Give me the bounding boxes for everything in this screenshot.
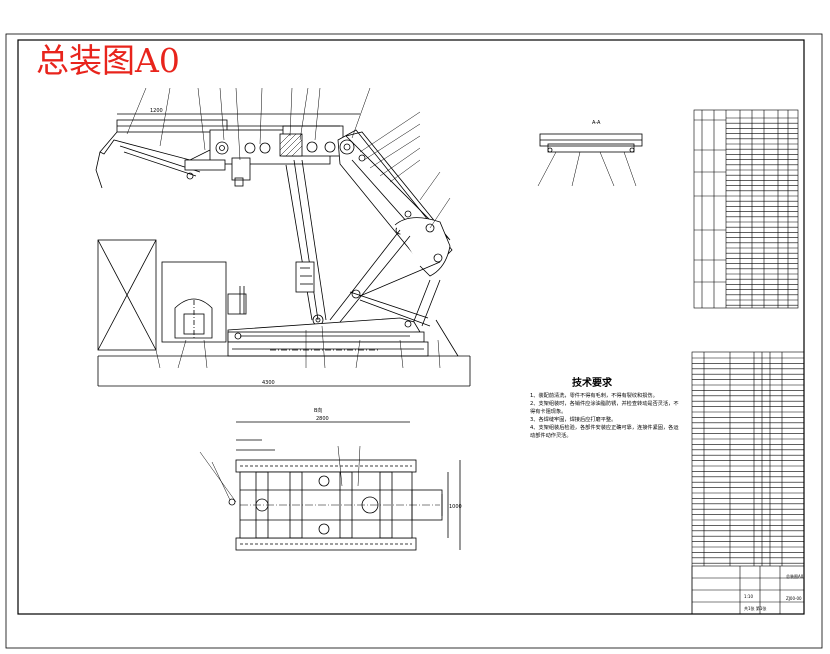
parts-table-upper xyxy=(693,109,799,309)
tech-req-heading: 技术要求 xyxy=(572,376,613,389)
title-block: 总装图A0 ZJ00-00 1:10 共1张 第1张 xyxy=(691,565,805,615)
tech-req-item: 4、支架组装后检验，各部件安装应正确可靠，连接件紧固，各运动部件动作灵活。 xyxy=(530,425,679,439)
title-block-number: ZJ00-00 xyxy=(786,596,802,601)
drawing-title: 总装图A0 xyxy=(36,41,180,80)
title-block-name: 总装图A0 xyxy=(786,573,804,579)
technical-requirements: 技术要求 xyxy=(572,376,613,389)
section-view-label: A-A xyxy=(592,120,601,126)
section-view-a: A-A xyxy=(537,120,643,187)
tech-req-item: 3、各焊缝牢固，焊接后应打磨平整。 xyxy=(530,417,617,423)
tech-req-item: 1、装配前清洗，零件不得有毛刺，不得有裂纹和损伤。 xyxy=(530,393,658,399)
tech-req-list: 1、装配前清洗，零件不得有毛刺，不得有裂纹和损伤。 2、支架组装时，各销件应涂油… xyxy=(530,392,680,440)
inner-frame xyxy=(17,39,805,615)
main-elevation-view: 1200 xyxy=(95,87,471,387)
dim-plan-width: 1000 xyxy=(449,504,462,510)
dim-top-length: 1200 xyxy=(150,108,163,114)
dim-plan-length: 2800 xyxy=(316,416,329,422)
bill-of-materials xyxy=(691,351,805,615)
title-block-scale: 1:10 xyxy=(744,594,753,599)
plan-view-label: B向 xyxy=(314,407,322,414)
outer-frame xyxy=(5,33,823,649)
plan-view-b: B向 2800 1000 xyxy=(199,407,462,551)
title-block-sheet: 共1张 第1张 xyxy=(744,605,766,611)
dim-base-length: 4300 xyxy=(262,380,275,386)
tech-req-item: 2、支架组装时，各销件应涂油脂防锈，并检查转动是否灵活，不得有卡阻现象。 xyxy=(530,401,679,415)
